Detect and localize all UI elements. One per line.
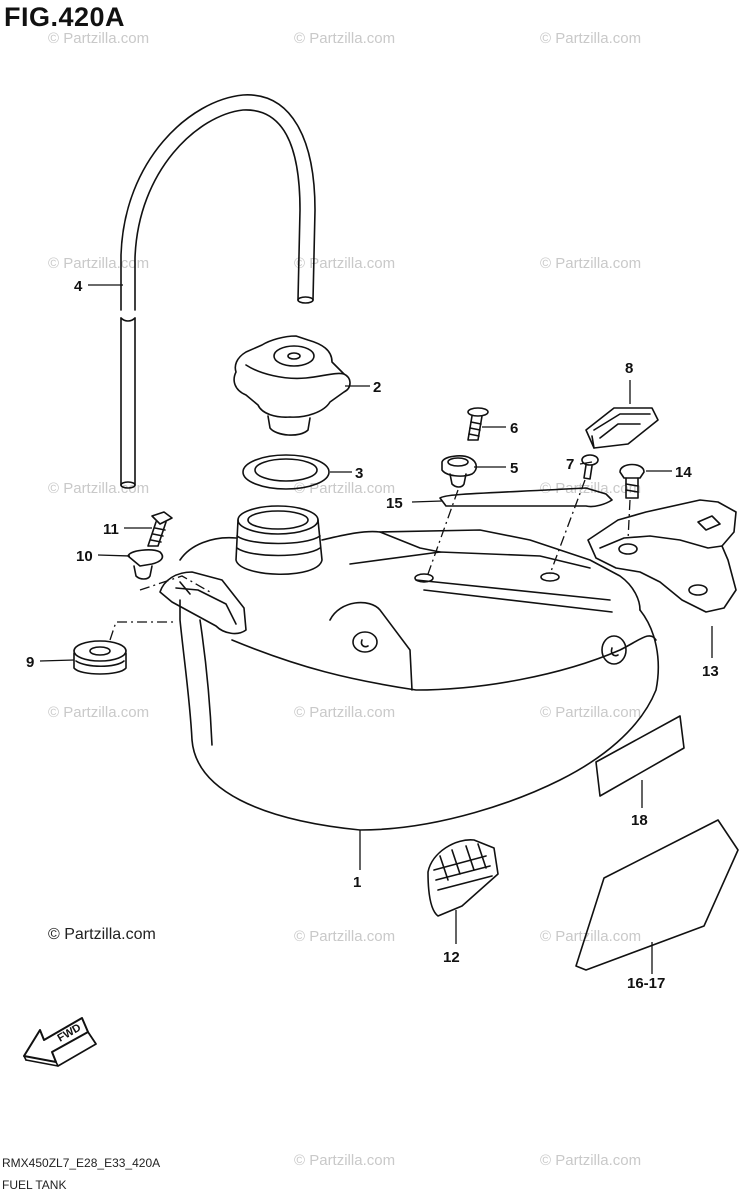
bolt-7 — [581, 454, 599, 480]
screw-6 — [467, 407, 489, 441]
watermark: © Partzilla.com — [540, 30, 642, 47]
label-18 — [595, 715, 685, 797]
strap-clip — [585, 407, 659, 449]
diagram-code: RMX450ZL7_E28_E33_420A — [2, 1156, 161, 1170]
watermark: © Partzilla.com — [294, 255, 396, 272]
watermark: © Partzilla.com — [48, 480, 150, 497]
watermark: © Partzilla.com — [540, 255, 642, 272]
watermark: © Partzilla.com — [294, 928, 396, 945]
watermark: © Partzilla.com — [48, 704, 150, 721]
callout-label: 2 — [373, 379, 381, 396]
watermark: © Partzilla.com — [540, 1152, 642, 1169]
fuel-cap — [233, 335, 351, 436]
watermark: © Partzilla.com — [540, 704, 642, 721]
callout-label: 18 — [631, 812, 648, 829]
mounting-plate — [439, 487, 613, 508]
watermark: © Partzilla.com — [294, 480, 396, 497]
callout-label: 6 — [510, 420, 518, 437]
grommet-5 — [441, 455, 478, 488]
callout-label: 10 — [76, 548, 93, 565]
callout-label: 13 — [702, 663, 719, 680]
callout-label: 16-17 — [627, 975, 665, 992]
watermark: © Partzilla.com — [540, 480, 642, 497]
tank-guard — [427, 839, 499, 917]
callout-label: 5 — [510, 460, 518, 477]
callout-label: 12 — [443, 949, 460, 966]
callout-label: 7 — [566, 456, 574, 473]
fwd-arrow — [23, 1017, 97, 1067]
copyright-notice: © Partzilla.com — [48, 926, 156, 943]
watermark: © Partzilla.com — [294, 30, 396, 47]
callout-label: 1 — [353, 874, 361, 891]
callout-label: 11 — [103, 521, 119, 538]
leader-lines — [39, 284, 713, 974]
watermark: © Partzilla.com — [48, 255, 150, 272]
fuel-tank — [159, 505, 660, 831]
tank-bracket — [587, 499, 737, 613]
callout-label: 14 — [675, 464, 692, 481]
watermark: © Partzilla.com — [294, 1152, 396, 1169]
grommet-10 — [127, 549, 164, 580]
callout-label: 4 — [74, 278, 83, 295]
assembly-lines — [109, 479, 631, 641]
tank-cushion — [73, 640, 127, 675]
figure-title: FIG.420A — [4, 2, 126, 32]
cap-gasket — [242, 454, 330, 490]
callout-label: 9 — [26, 654, 34, 671]
callout-label: 8 — [625, 360, 633, 377]
callout-labels: 1 2 3 4 5 6 7 8 9 10 11 12 13 14 15 16-1… — [26, 278, 719, 992]
watermark: © Partzilla.com — [48, 30, 150, 47]
watermark: © Partzilla.com — [540, 928, 642, 945]
watermark: © Partzilla.com — [294, 704, 396, 721]
breather-hose — [120, 94, 316, 489]
callout-label: 15 — [386, 495, 403, 512]
diagram-description: FUEL TANK — [2, 1178, 67, 1192]
bolt-11 — [147, 511, 173, 547]
decal-16-17 — [575, 819, 739, 971]
callout-label: 3 — [355, 465, 363, 482]
bolt-14 — [619, 463, 645, 499]
